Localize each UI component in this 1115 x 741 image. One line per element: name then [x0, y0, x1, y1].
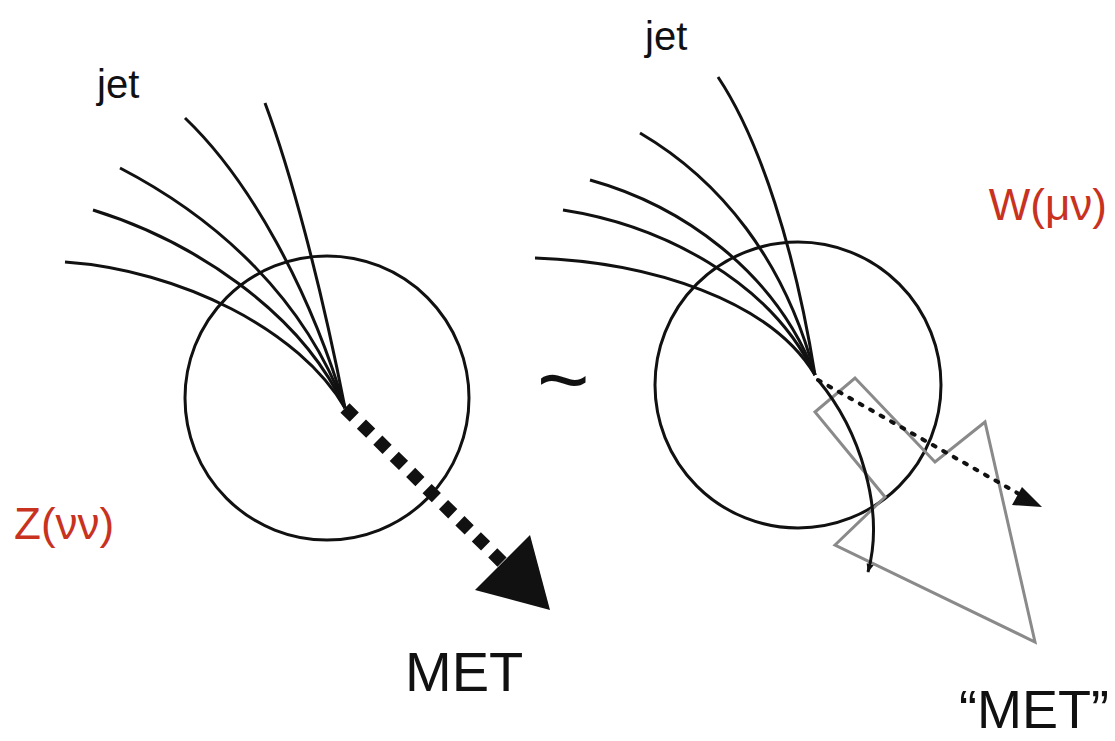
met-arrowhead	[475, 535, 550, 610]
process-label: W(μν)	[989, 183, 1107, 227]
met-arrow	[345, 408, 505, 565]
jet-lines	[535, 77, 815, 375]
neutrino-arrowhead	[1012, 487, 1042, 507]
neutrino-track	[818, 380, 1035, 503]
met-label: “MET”	[959, 682, 1109, 736]
jet-label: jet	[645, 16, 687, 56]
jet-label: jet	[97, 64, 139, 104]
muon-track	[818, 380, 873, 572]
similar-sign: ~	[537, 335, 590, 425]
met-outline-arrow	[815, 378, 1035, 642]
met-label: MET	[405, 644, 523, 700]
detector-circle	[185, 256, 469, 540]
jet-lines	[65, 103, 345, 408]
process-label: Z(νν)	[14, 502, 114, 546]
